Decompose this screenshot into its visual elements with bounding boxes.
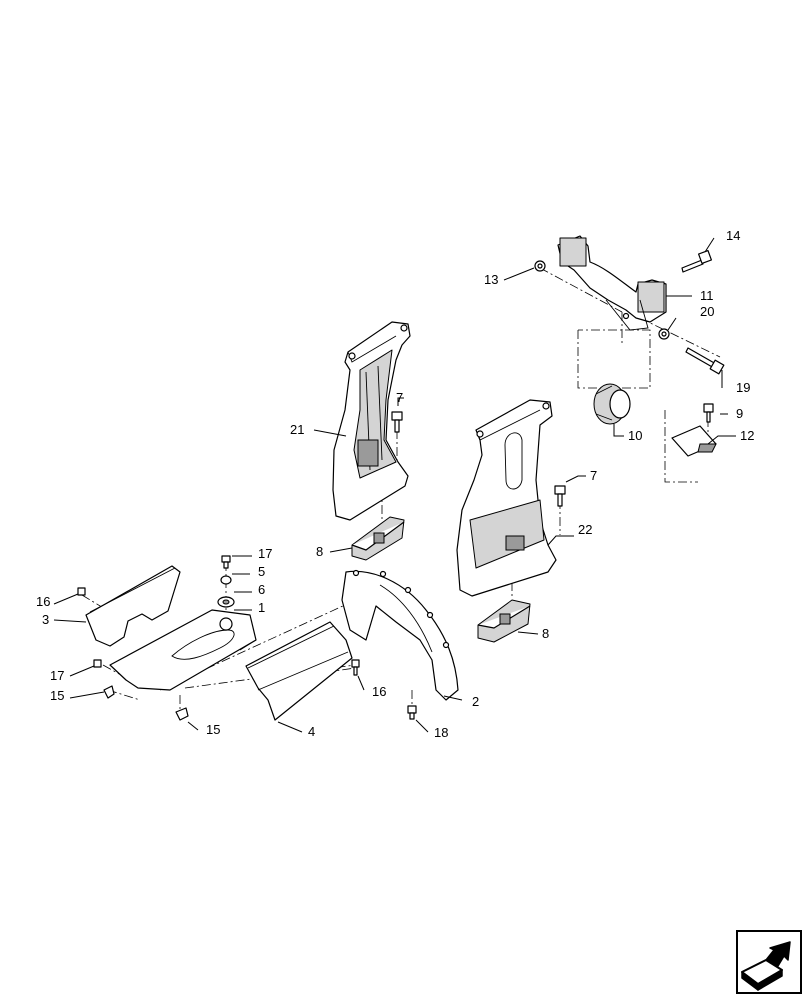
part-18-bolt (407, 705, 417, 720)
callout-2: 2 (472, 694, 479, 709)
callout-17-top: 17 (258, 546, 272, 561)
part-13-washer (534, 260, 546, 272)
callout-22: 22 (578, 522, 592, 537)
callout-14: 14 (726, 228, 740, 243)
hardware (77, 249, 725, 721)
part-8-left-pad (351, 516, 405, 561)
part-15-clip-right (175, 707, 189, 721)
part-8-right-pad (477, 599, 531, 643)
part-16-bolt-right (351, 659, 360, 676)
callout-19: 19 (736, 380, 750, 395)
part-16-bolt-left (77, 587, 86, 596)
leader-lines (53, 237, 736, 733)
callouts: 14 13 11 20 19 9 12 10 7 21 7 22 8 8 17 … (36, 228, 754, 740)
part-9-bolt (703, 403, 714, 423)
callout-17-lower: 17 (50, 668, 64, 683)
part-7-bolt-left (391, 411, 403, 433)
part-12-tab (671, 425, 717, 457)
part-17-bolt-top (221, 555, 231, 569)
callout-3: 3 (42, 612, 49, 627)
part-15-clip-left (103, 685, 115, 699)
callout-16-left: 16 (36, 594, 50, 609)
callout-4: 4 (308, 724, 315, 739)
part-6-washer (217, 596, 235, 608)
part-7-bolt-right (554, 485, 566, 507)
part-11-mount-bracket (557, 235, 667, 331)
callout-13: 13 (484, 272, 498, 287)
callout-7-right: 7 (590, 468, 597, 483)
part-4-angled-strip (245, 621, 353, 721)
part-3-deflector-plate (85, 565, 181, 647)
callout-20: 20 (700, 304, 714, 319)
part-20-washer (658, 328, 670, 340)
part-10-isolator (593, 383, 631, 425)
part-19-bolt (685, 347, 725, 375)
part-5-nut (220, 575, 232, 585)
part-14-bolt (681, 249, 713, 273)
next-page-arrow-icon[interactable] (736, 930, 802, 994)
callout-12: 12 (740, 428, 754, 443)
callout-15-right: 15 (206, 722, 220, 737)
callout-10: 10 (628, 428, 642, 443)
callout-16-right: 16 (372, 684, 386, 699)
part-17-bolt-lower (93, 659, 102, 668)
callout-6: 6 (258, 582, 265, 597)
callout-1: 1 (258, 600, 265, 615)
part-22-right-tall-bracket (456, 399, 557, 597)
callout-11: 11 (700, 288, 714, 303)
callout-15-left: 15 (50, 688, 64, 703)
part-2-curved-fender (341, 569, 459, 701)
callout-21: 21 (290, 422, 304, 437)
callout-18: 18 (434, 725, 448, 740)
callout-9: 9 (736, 406, 743, 421)
callout-7-left: 7 (396, 390, 403, 405)
part-1-shield-plate (109, 609, 257, 691)
callout-5: 5 (258, 564, 265, 579)
callout-8-right: 8 (542, 626, 549, 641)
callout-8-left: 8 (316, 544, 323, 559)
part-21-left-tall-bracket (332, 321, 411, 521)
